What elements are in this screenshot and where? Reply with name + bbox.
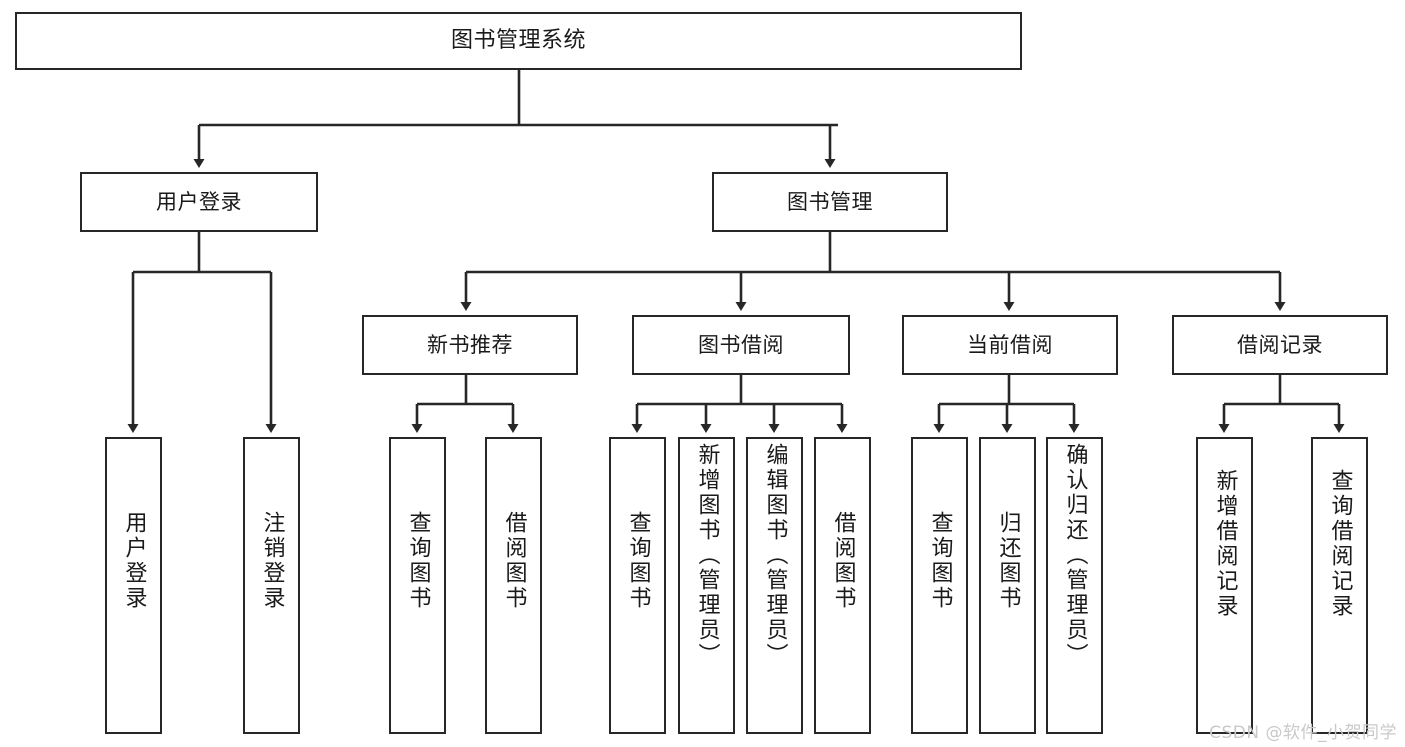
node-label: 用户登录 [121,511,147,611]
leaf-logout-login[interactable]: 注销登录 [243,437,300,734]
node-label: 图书管理 [787,189,873,214]
node-book-borrowing[interactable]: 图书借阅 [632,315,850,375]
node-new-book-recommendation[interactable]: 新书推荐 [362,315,578,375]
leaf-edit-book-admin[interactable]: 编辑图书（管理员） [746,437,803,734]
leaf-query-book-new-rec[interactable]: 查询图书 [389,437,446,734]
leaf-add-book-admin[interactable]: 新增图书（管理员） [678,437,735,734]
node-label: 查询图书 [927,511,953,611]
node-current-borrowing[interactable]: 当前借阅 [902,315,1118,375]
leaf-user-login[interactable]: 用户登录 [105,437,162,734]
node-borrowing-records[interactable]: 借阅记录 [1172,315,1388,375]
node-label: 查询图书 [625,511,651,611]
leaf-return-book[interactable]: 归还图书 [979,437,1036,734]
node-label: 图书借阅 [698,332,784,357]
node-label: 当前借阅 [967,332,1053,357]
node-label: 注销登录 [259,511,285,611]
leaf-query-book-current[interactable]: 查询图书 [911,437,968,734]
node-label: 编辑图书（管理员） [762,443,788,668]
leaf-confirm-return-admin[interactable]: 确认归还（管理员） [1046,437,1103,734]
node-label: 新增借阅记录 [1212,469,1238,619]
node-label: 借阅图书 [830,511,856,611]
node-label: 查询借阅记录 [1327,469,1353,619]
node-label: 查询图书 [405,511,431,611]
node-user-login[interactable]: 用户登录 [80,172,318,232]
node-label: 图书管理系统 [450,28,586,54]
node-label: 用户登录 [156,189,242,214]
leaf-borrow-book-new-rec[interactable]: 借阅图书 [485,437,542,734]
node-label: 归还图书 [995,511,1021,611]
node-root-book-management-system[interactable]: 图书管理系统 [15,12,1022,70]
node-label: 新增图书（管理员） [694,443,720,668]
leaf-query-borrow-record[interactable]: 查询借阅记录 [1311,437,1368,734]
leaf-query-book-borrow[interactable]: 查询图书 [609,437,666,734]
node-book-management[interactable]: 图书管理 [712,172,948,232]
node-label: 新书推荐 [427,332,513,357]
node-label: 借阅记录 [1237,332,1323,357]
node-label: 确认归还（管理员） [1062,443,1088,668]
node-label: 借阅图书 [501,511,527,611]
leaf-borrow-book-borrow[interactable]: 借阅图书 [814,437,871,734]
leaf-add-borrow-record[interactable]: 新增借阅记录 [1196,437,1253,734]
